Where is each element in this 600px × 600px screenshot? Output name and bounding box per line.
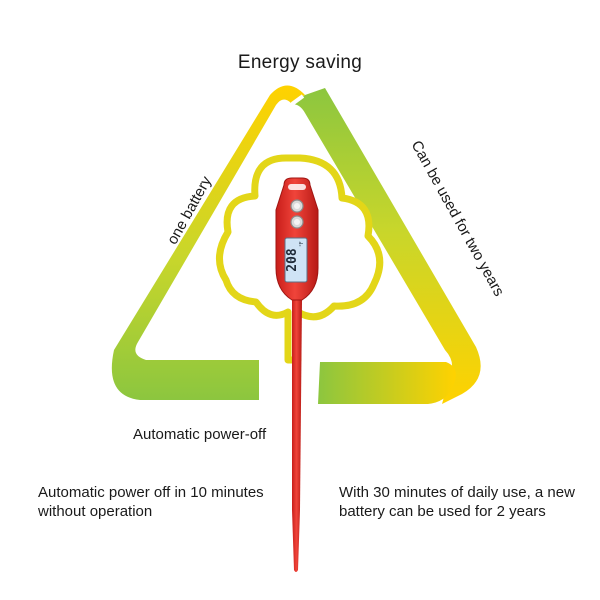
thermometer-probe [292,300,302,572]
lcd-screen [284,237,308,283]
thermometer-icon: 208 °F [275,177,319,572]
description-left: Automatic power off in 10 minutes withou… [38,484,264,520]
lcd-reading: 208 [285,248,300,272]
triangle-band-bottom [318,362,456,404]
triangle-band-right [292,88,481,404]
feature-label: Automatic power-off [133,426,267,443]
hang-hole [288,184,306,190]
page-title: Energy saving [237,52,363,73]
triangle-band-left [111,85,306,400]
description-right: With 30 minutes of daily use, a new batt… [339,484,575,520]
recycle-triangle-icon [111,85,481,404]
lcd-unit: °F [299,241,305,247]
